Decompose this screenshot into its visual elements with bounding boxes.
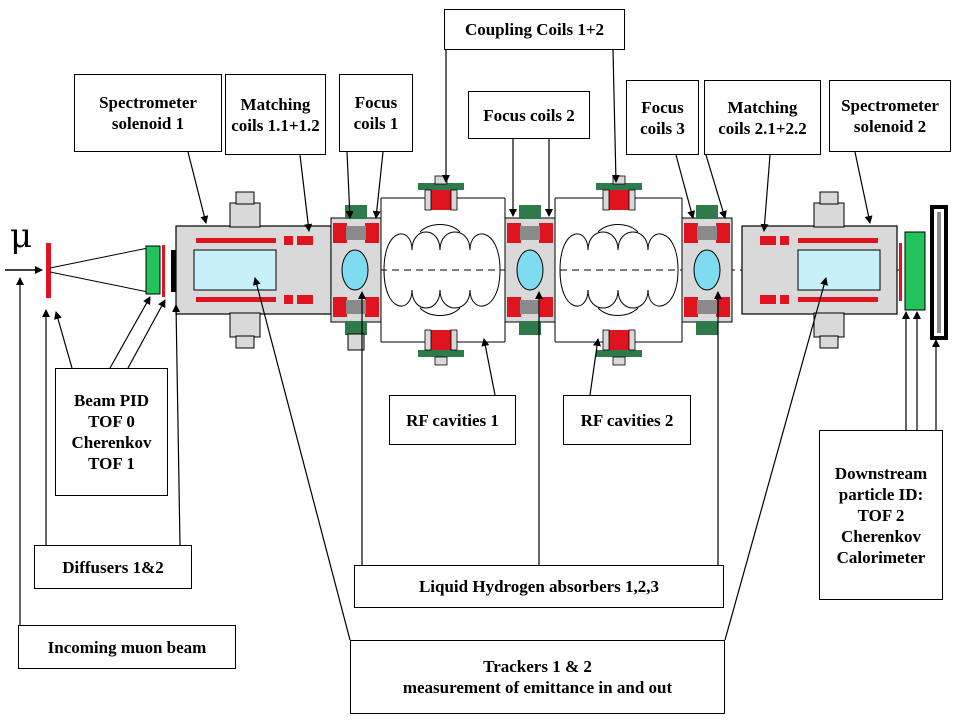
focus-coil-module-2 (504, 205, 556, 335)
diffuser (46, 243, 51, 298)
coupling-coil-2 (596, 175, 642, 366)
rf-cavities-2 (554, 197, 683, 343)
focus-coil-module-3 (681, 205, 733, 335)
label-focus-coils-2: Focus coils 2 (468, 91, 590, 139)
label-coupling-coils: Coupling Coils 1+2 (444, 9, 625, 50)
absorber-2 (516, 249, 544, 291)
pointer-lines (16, 49, 940, 641)
label-rf-cavities-1: RF cavities 1 (389, 395, 516, 445)
tof1-red-bar (162, 245, 165, 297)
label-incoming-muon-beam: Incoming muon beam (18, 625, 236, 669)
tof2-red-bar (899, 243, 902, 301)
label-lh2-absorbers: Liquid Hydrogen absorbers 1,2,3 (354, 565, 724, 608)
absorber-3 (693, 249, 721, 291)
label-diffusers: Diffusers 1&2 (34, 545, 192, 589)
muon-symbol: μ (10, 216, 33, 256)
spectrometer-solenoid-1 (175, 191, 332, 349)
tracker-2 (797, 249, 881, 291)
focus-coil-module-1 (330, 205, 382, 351)
tof1-detector (145, 245, 161, 295)
coupling-coil-1 (418, 175, 464, 366)
absorber-1 (341, 249, 369, 291)
tracker-1 (193, 249, 277, 291)
cherenkov-downstream (904, 231, 926, 311)
label-rf-cavities-2: RF cavities 2 (563, 395, 691, 445)
cherenkov-bar (171, 250, 176, 292)
